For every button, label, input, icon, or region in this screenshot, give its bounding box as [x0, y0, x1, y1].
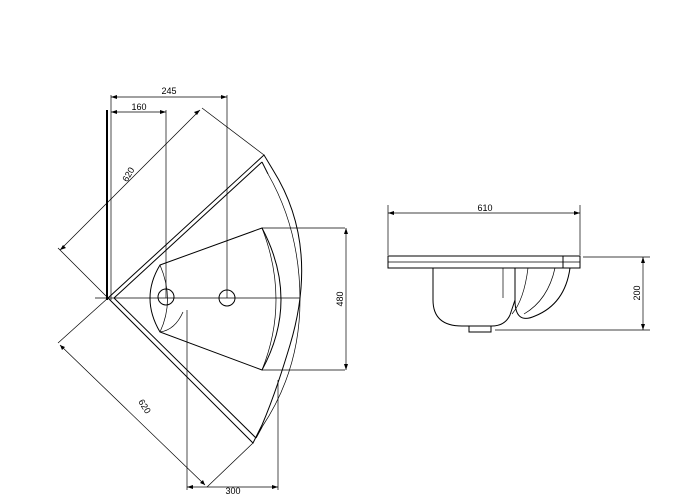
- dimension-620-lower: 620: [58, 298, 253, 487]
- dimension-480: 480: [335, 228, 348, 370]
- dimension-200: 200: [495, 257, 650, 330]
- dimension-610: 610: [388, 203, 580, 255]
- dimension-245: 245: [111, 86, 227, 99]
- dim-bottom: 300: [225, 486, 240, 496]
- dimension-620-upper: 620: [58, 108, 264, 298]
- dimension-160: 160: [111, 102, 166, 114]
- dim-side-lower: 620: [136, 397, 152, 415]
- dim-overall-width: 245: [161, 86, 176, 96]
- plan-view: 245 160 620 620 480: [58, 86, 348, 496]
- basin-outline: [108, 155, 302, 443]
- elevation-bowl: [433, 268, 570, 332]
- dim-width: 610: [477, 203, 492, 213]
- dim-tap-offset: 160: [131, 102, 146, 112]
- dim-side-upper: 620: [120, 165, 136, 183]
- elevation-view: 610 200: [388, 203, 650, 332]
- dimension-300: 300: [187, 485, 278, 496]
- basin-bowl: [150, 228, 281, 370]
- dim-height: 200: [632, 285, 642, 300]
- dim-depth: 480: [335, 291, 345, 306]
- elevation-slab: [388, 256, 580, 268]
- reference-lines: [95, 95, 345, 490]
